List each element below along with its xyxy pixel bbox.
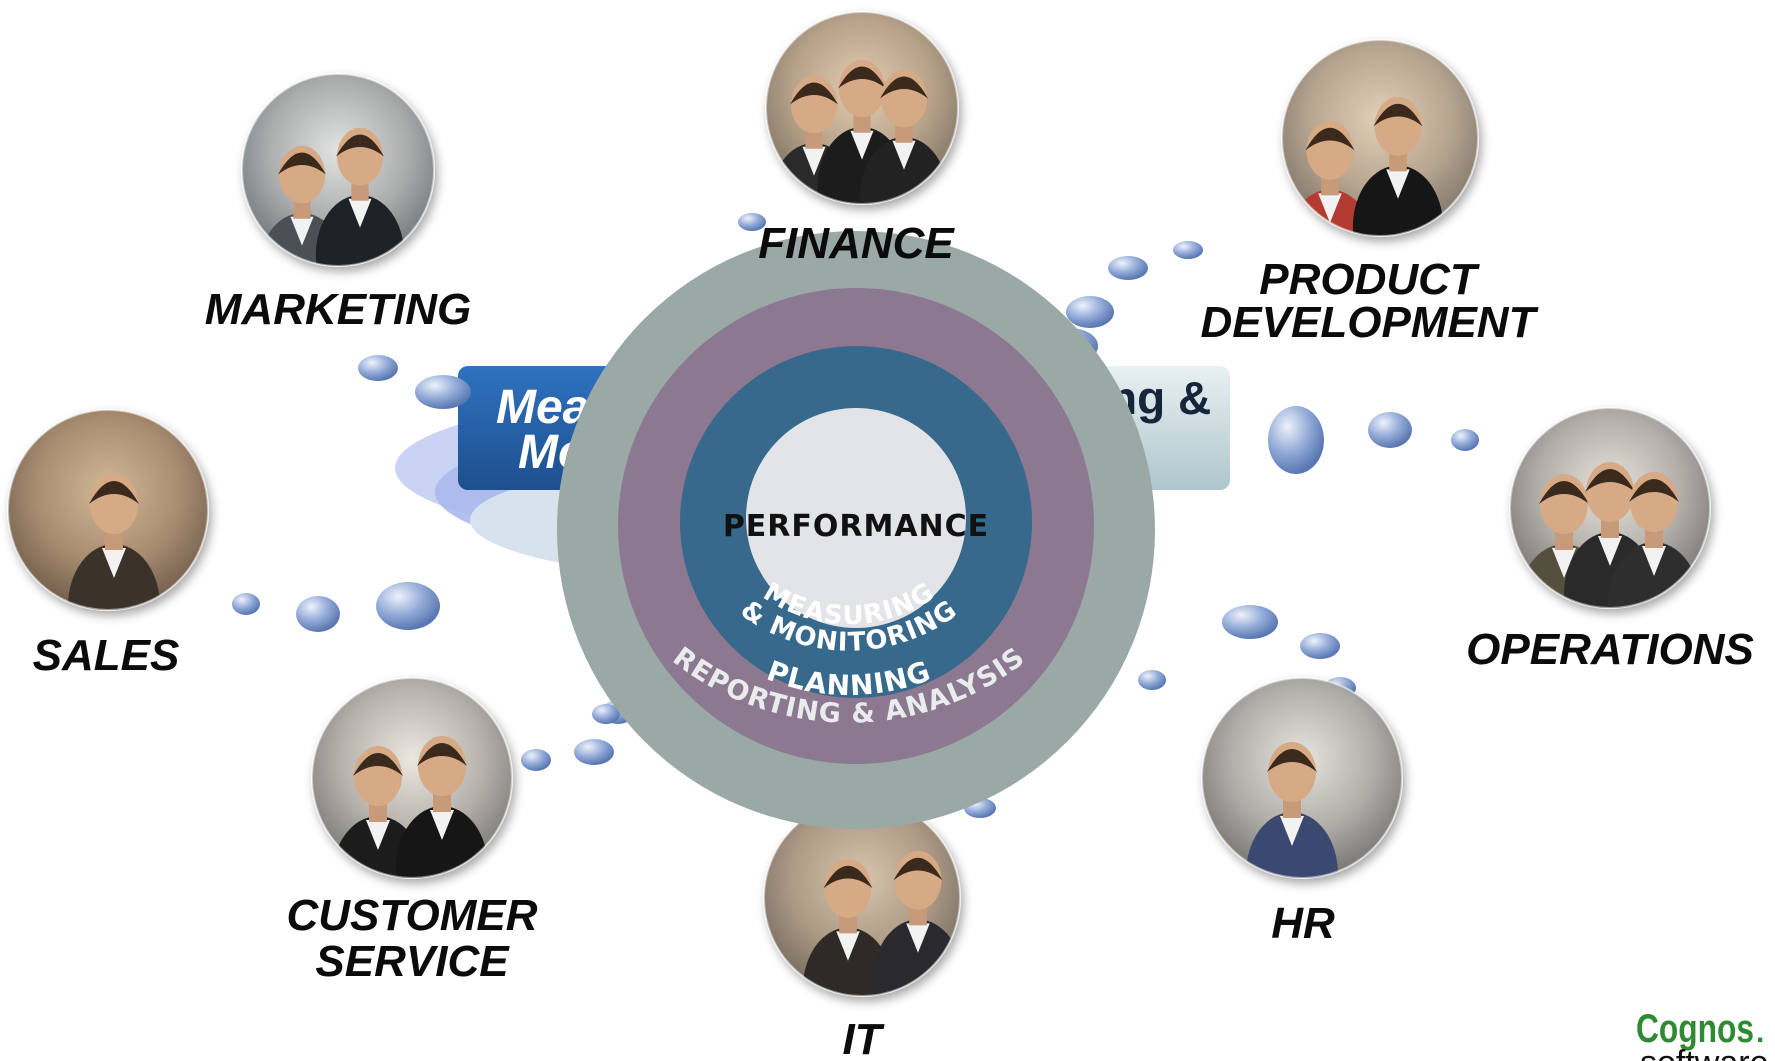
connector-bubble-icon <box>1222 605 1278 639</box>
center-circle <box>746 408 966 628</box>
center-label: PERFORMANCE <box>723 509 989 544</box>
connector-bubble-icon <box>521 749 551 771</box>
connector-bubble-icon <box>1066 296 1114 328</box>
connector-bubble-icon <box>358 355 398 381</box>
connector-bubble-icon <box>1300 633 1340 659</box>
cognos-logo: Cognos . software <box>1636 1007 1769 1061</box>
connector-bubble-icon <box>1368 412 1412 448</box>
connector-bubble-icon <box>1108 256 1148 280</box>
department-portraits <box>7 11 1711 997</box>
customer-service-photo-icon <box>311 677 513 879</box>
hr-photo-icon <box>1201 677 1403 879</box>
sales-photo-icon <box>7 409 209 611</box>
connector-bubble-icon <box>232 593 260 615</box>
finance-label: FINANCE <box>758 219 955 268</box>
connector-bubble-icon <box>738 213 766 231</box>
customer-service-label-1: CUSTOMER <box>287 891 538 940</box>
department-labels: FINANCE MARKETING PRODUCT DEVELOPMENT SA… <box>33 219 1754 1061</box>
connector-bubble-icon <box>592 704 620 724</box>
connector-bubble-icon <box>296 596 340 632</box>
sales-label: SALES <box>33 631 180 680</box>
product-development-label-2: DEVELOPMENT <box>1201 298 1539 347</box>
connector-bubble-icon <box>574 739 614 765</box>
marketing-photo-icon <box>241 73 435 267</box>
connector-bubble-icon <box>415 375 471 409</box>
logo-sub: software <box>1640 1044 1769 1061</box>
operations-label: OPERATIONS <box>1466 625 1754 674</box>
hr-label: HR <box>1271 899 1335 948</box>
finance-photo-icon <box>765 11 959 205</box>
connector-bubble-icon <box>376 582 440 630</box>
it-label: IT <box>842 1015 884 1061</box>
operations-photo-icon <box>1509 407 1711 609</box>
logo-brand: Cognos <box>1636 1007 1754 1051</box>
performance-wheel: PERFORMANCE MEASURING & MONITORING PLANN… <box>557 231 1155 829</box>
connector-bubble-icon <box>1138 670 1166 690</box>
customer-service-label-2: SERVICE <box>315 937 510 986</box>
marketing-label: MARKETING <box>205 285 471 334</box>
product-development-label-1: PRODUCT <box>1259 255 1480 304</box>
connector-bubble-icon <box>1268 406 1324 474</box>
connector-bubble-icon <box>1451 429 1479 451</box>
logo-suffix: . <box>1756 1016 1764 1049</box>
connector-bubble-icon <box>1173 241 1203 259</box>
it-photo-icon <box>763 799 961 997</box>
